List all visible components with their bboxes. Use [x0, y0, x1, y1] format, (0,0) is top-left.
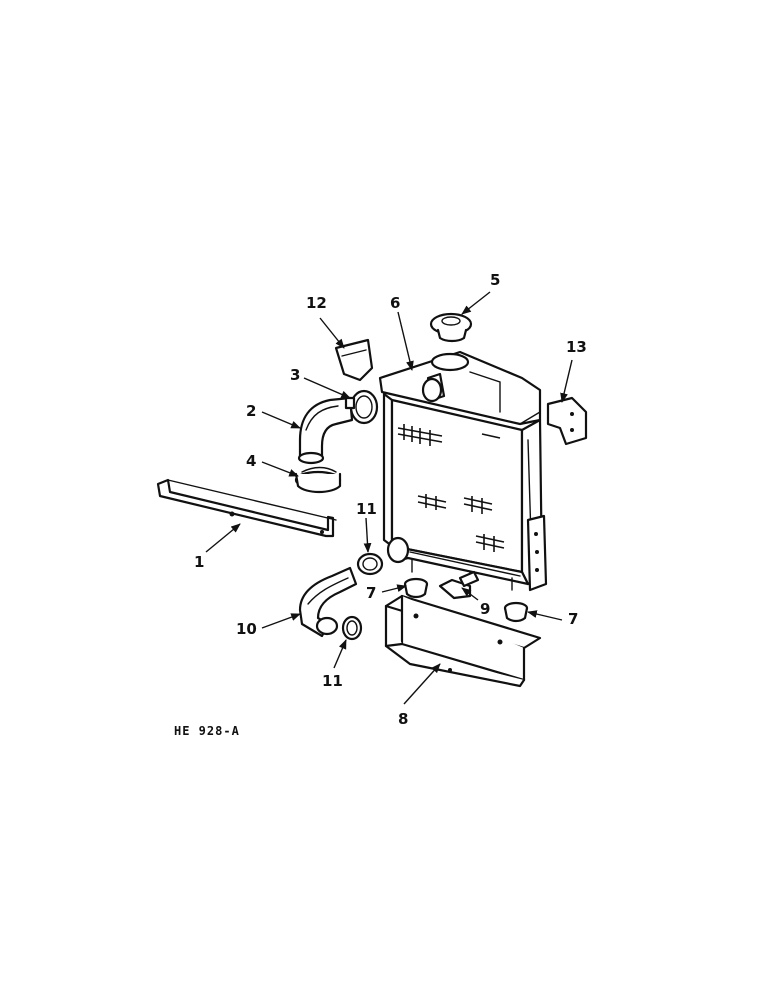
radiator-cap-part	[429, 312, 473, 343]
lower-hose-clamp-part	[341, 615, 363, 641]
side-bracket-part	[546, 396, 588, 446]
lower-clamp-part	[294, 466, 342, 494]
mounting-channel-part	[384, 594, 542, 688]
callout-2: 2	[246, 402, 256, 420]
leader-lines	[205, 291, 573, 705]
callout-5: 5	[490, 271, 500, 289]
deflector-part	[334, 338, 374, 382]
callout-11-upper: 11	[356, 500, 377, 518]
callout-labels: 1 2 3 4 5 6 7 7 8 9 10 11 11 12 13	[194, 271, 587, 728]
callout-4: 4	[246, 452, 256, 470]
figure-reference: HE 928-A	[174, 724, 240, 738]
outlet-clamp-part	[356, 552, 384, 576]
grommet-right-part	[503, 601, 529, 623]
support-bar-part	[156, 478, 337, 538]
callout-7-left: 7	[366, 584, 376, 602]
callout-13: 13	[566, 338, 587, 356]
callout-10: 10	[236, 620, 257, 638]
drain-cock-part	[438, 570, 480, 600]
callout-3: 3	[290, 366, 300, 384]
upper-hose-part	[297, 396, 354, 465]
callout-9: 9	[480, 600, 490, 618]
lower-hose-part	[298, 566, 358, 638]
callout-11-lower: 11	[322, 672, 343, 690]
callout-7-right: 7	[568, 610, 578, 628]
callout-8: 8	[398, 710, 408, 728]
callout-6: 6	[390, 294, 400, 312]
grommet-left-part	[403, 577, 429, 599]
callout-1: 1	[194, 553, 204, 571]
callout-12: 12	[306, 294, 327, 312]
radiator-assembly-part	[378, 350, 548, 592]
